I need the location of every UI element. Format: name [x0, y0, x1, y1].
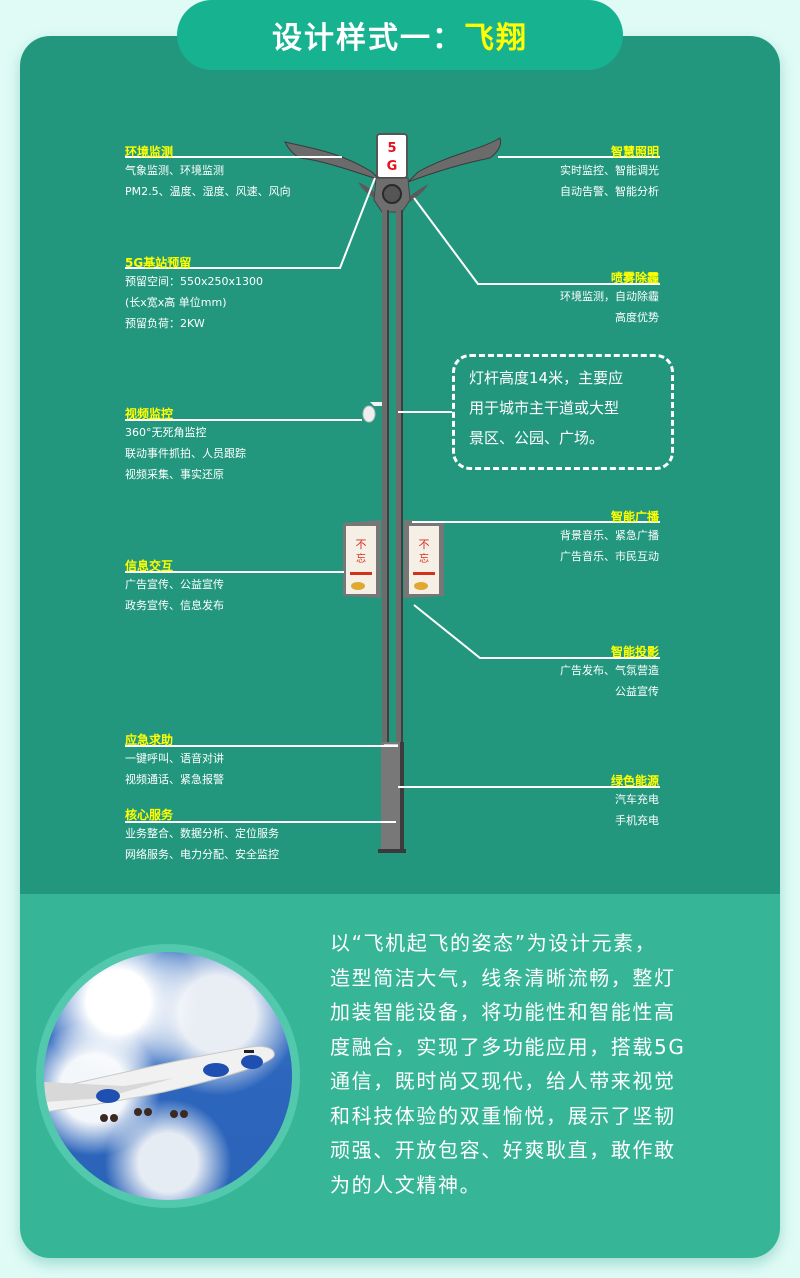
feature-smart-projection: 智能投影 广告发布、气氛营造 公益宣传	[560, 644, 659, 702]
svg-text:忘: 忘	[356, 552, 366, 565]
feature-line: 广告宣传、公益宣传	[125, 578, 224, 591]
feature-line: 业务整合、数据分析、定位服务	[125, 827, 279, 840]
description-line: 度融合，实现了多功能应用，搭载5G	[330, 1034, 686, 1059]
callout-line: 景区、公园、广场。	[469, 429, 605, 447]
feature-title: 智能投影	[610, 645, 659, 659]
feature-line: 自动告警、智能分析	[560, 185, 659, 198]
page-title: 设计样式一：飞翔	[177, 0, 623, 70]
smart-pole-illustration: 5 G 不 忘 不 忘	[125, 133, 660, 853]
feature-title: 应急求助	[125, 733, 174, 747]
feature-line: 预留空间：550x250x1300	[125, 275, 264, 288]
pole-height-callout: 灯杆高度14米，主要应 用于城市主干道或大型 景区、公园、广场。	[452, 354, 674, 470]
airplane-icon	[44, 1045, 275, 1122]
description-line: 为的人文精神。	[330, 1172, 482, 1197]
feature-green-energy: 绿色能源 汽车充电 手机充电	[611, 773, 659, 831]
feature-title: 智慧照明	[610, 145, 659, 159]
feature-5g-reserve: 5G基站预留 预留空间：550x250x1300 (长x宽x高 单位mm) 预留…	[125, 255, 263, 334]
feature-line: 网络服务、电力分配、安全监控	[125, 848, 279, 861]
airplane-photo	[44, 952, 292, 1200]
description-line: 以“飞机起飞的姿态”为设计元素，	[330, 931, 657, 955]
feature-line: 视频通话、紧急报警	[125, 773, 224, 786]
feature-smart-broadcast: 智能广播 背景音乐、紧急广播 广告音乐、市民互动	[560, 509, 659, 567]
feature-line: 广告音乐、市民互动	[560, 550, 659, 563]
svg-text:5: 5	[387, 141, 396, 156]
feature-core-services: 核心服务 业务整合、数据分析、定位服务 网络服务、电力分配、安全监控	[125, 807, 279, 865]
feature-line: PM2.5、温度、湿度、风速、风向	[125, 185, 291, 198]
feature-line: 360°无死角监控	[125, 426, 207, 439]
feature-line: 公益宣传	[615, 685, 659, 698]
feature-title: 喷雾除霾	[610, 271, 659, 285]
feature-line: 广告发布、气氛营造	[560, 664, 659, 677]
feature-smart-lighting: 智慧照明 实时监控、智能调光 自动告警、智能分析	[560, 144, 659, 202]
feature-spray-dehaze: 喷雾除霾 环境监测，自动除霾 高度优势	[560, 270, 659, 328]
svg-text:G: G	[387, 159, 398, 174]
svg-text:忘: 忘	[419, 552, 429, 565]
design-description: 以“飞机起飞的姿态”为设计元素， 造型简洁大气，线条清晰流畅，整灯 加装智能设备…	[330, 926, 750, 1202]
feature-title: 绿色能源	[610, 774, 659, 788]
feature-line: 政务宣传、信息发布	[125, 599, 224, 612]
feature-line: 气象监测、环境监测	[125, 164, 224, 177]
feature-line: 背景音乐、紧急广播	[560, 529, 659, 542]
feature-line: 实时监控、智能调光	[560, 164, 659, 177]
feature-video-surveillance: 视频监控 360°无死角监控 联动事件抓拍、人员跟踪 视频采集、事实还原	[125, 406, 246, 485]
feature-title: 视频监控	[125, 407, 174, 421]
description-line: 造型简洁大气，线条清晰流畅，整灯	[330, 965, 676, 990]
title-prefix: 设计样式一：	[272, 21, 464, 56]
feature-environment-monitoring: 环境监测 气象监测、环境监测 PM2.5、温度、湿度、风速、风向	[125, 144, 291, 202]
feature-line: 一键呼叫、语音对讲	[125, 752, 224, 765]
feature-title: 智能广播	[610, 510, 659, 524]
feature-line: 联动事件抓拍、人员跟踪	[125, 447, 246, 460]
callout-line: 灯杆高度14米，主要应	[469, 369, 624, 387]
description-line: 通信，既时尚又现代，给人带来视觉	[330, 1069, 676, 1093]
feature-line: 预留负荷：2KW	[125, 317, 205, 330]
feature-title: 信息交互	[125, 559, 174, 573]
title-highlight: 飞翔	[464, 21, 528, 56]
feature-info-interaction: 信息交互 广告宣传、公益宣传 政务宣传、信息发布	[125, 558, 224, 616]
feature-title: 核心服务	[125, 808, 174, 822]
feature-line: 视频采集、事实还原	[125, 468, 224, 481]
description-line: 和科技体验的双重愉悦，展示了坚韧	[330, 1103, 676, 1128]
description-line: 顽强、开放包容、好爽耿直，敢作敢	[330, 1138, 676, 1162]
callout-line: 用于城市主干道或大型	[469, 399, 620, 417]
feature-line: 汽车充电	[615, 793, 659, 806]
feature-title: 环境监测	[125, 145, 174, 159]
feature-title: 5G基站预留	[125, 256, 192, 270]
feature-line: (长x宽x高 单位mm)	[125, 296, 227, 309]
feature-line: 环境监测，自动除霾	[560, 290, 659, 303]
feature-line: 高度优势	[615, 311, 659, 324]
description-line: 加装智能设备，将功能性和智能性高	[330, 1000, 676, 1024]
feature-emergency-help: 应急求助 一键呼叫、语音对讲 视频通话、紧急报警	[125, 732, 224, 790]
svg-text:不: 不	[419, 538, 430, 551]
feature-line: 手机充电	[615, 814, 659, 827]
svg-text:不: 不	[356, 538, 367, 551]
